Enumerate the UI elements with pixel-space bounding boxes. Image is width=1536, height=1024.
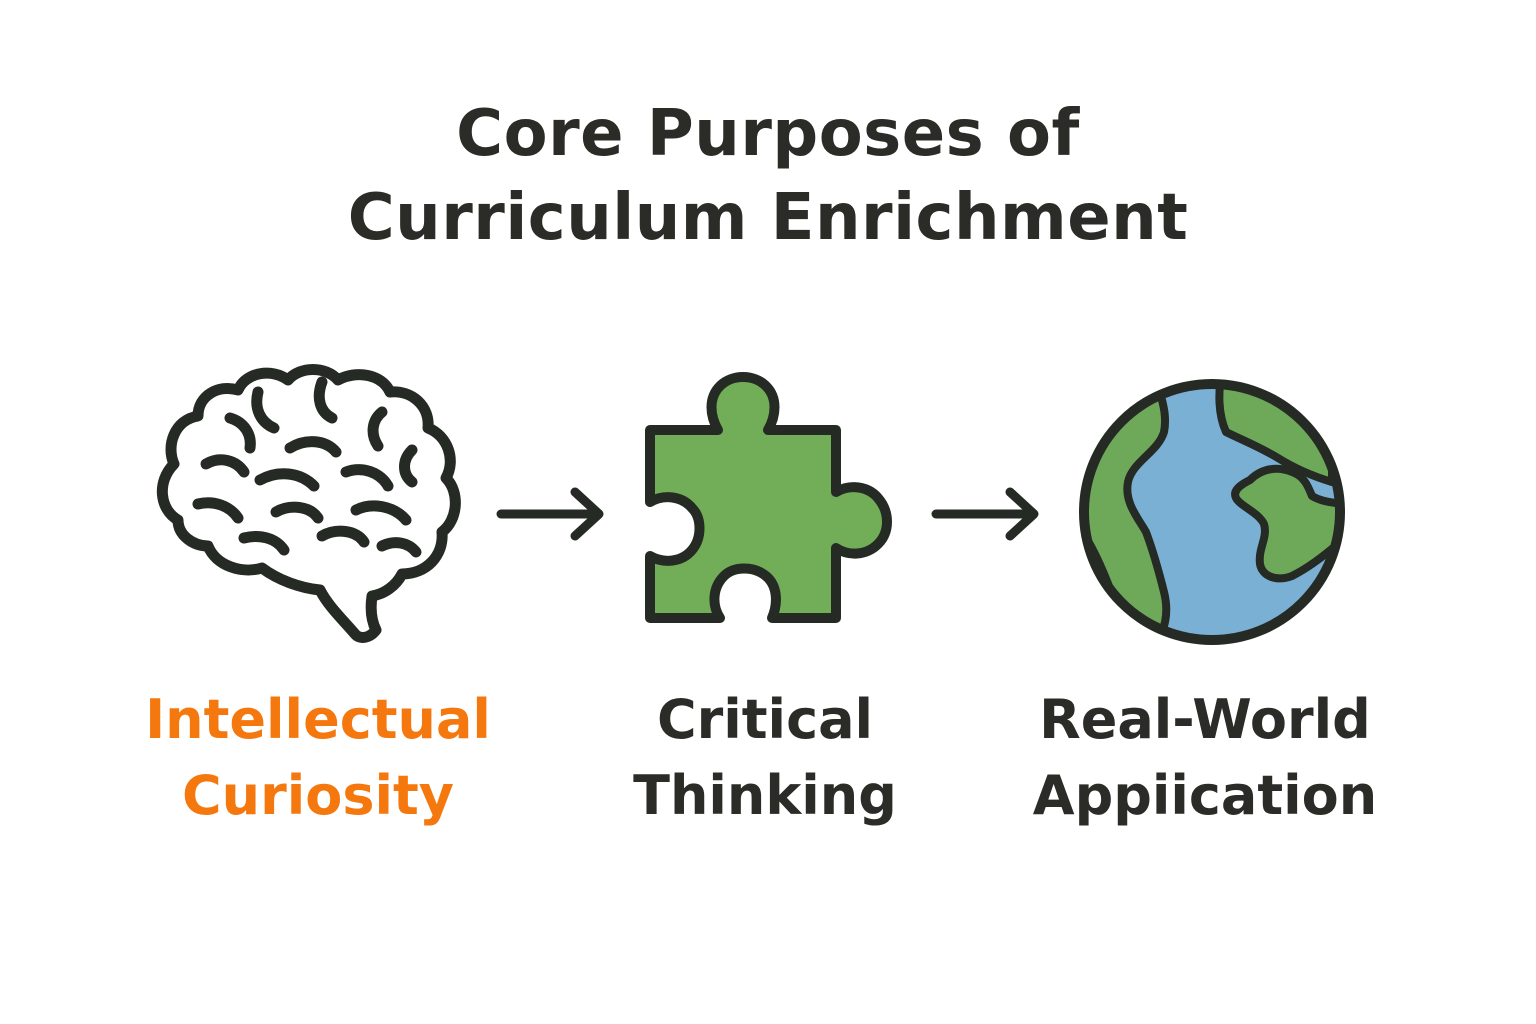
step-label-real-world-application: Real-World Appiication bbox=[995, 682, 1415, 834]
step-label-intellectual-curiosity: Intellectual Curiosity bbox=[108, 682, 528, 834]
title-line-1: Core Purposes of bbox=[456, 97, 1080, 171]
brain-icon bbox=[156, 364, 461, 643]
step-label-line-2: Thinking bbox=[633, 764, 897, 827]
step-label-line-1: Real-World bbox=[1039, 688, 1371, 751]
step-label-line-2: Curiosity bbox=[182, 764, 454, 827]
step-label-line-1: Intellectual bbox=[145, 688, 491, 751]
title-line-2: Curriculum Enrichment bbox=[347, 181, 1189, 255]
arrow-right-icon bbox=[931, 487, 1039, 541]
step-label-line-2: Appiication bbox=[1032, 764, 1378, 827]
puzzle-piece-icon bbox=[645, 372, 892, 623]
step-label-critical-thinking: Critical Thinking bbox=[555, 682, 975, 834]
step-label-line-1: Critical bbox=[656, 688, 874, 751]
arrow-right-icon bbox=[496, 487, 604, 541]
diagram-title: Core Purposes of Curriculum Enrichment bbox=[0, 92, 1536, 260]
globe-icon bbox=[1079, 379, 1345, 645]
